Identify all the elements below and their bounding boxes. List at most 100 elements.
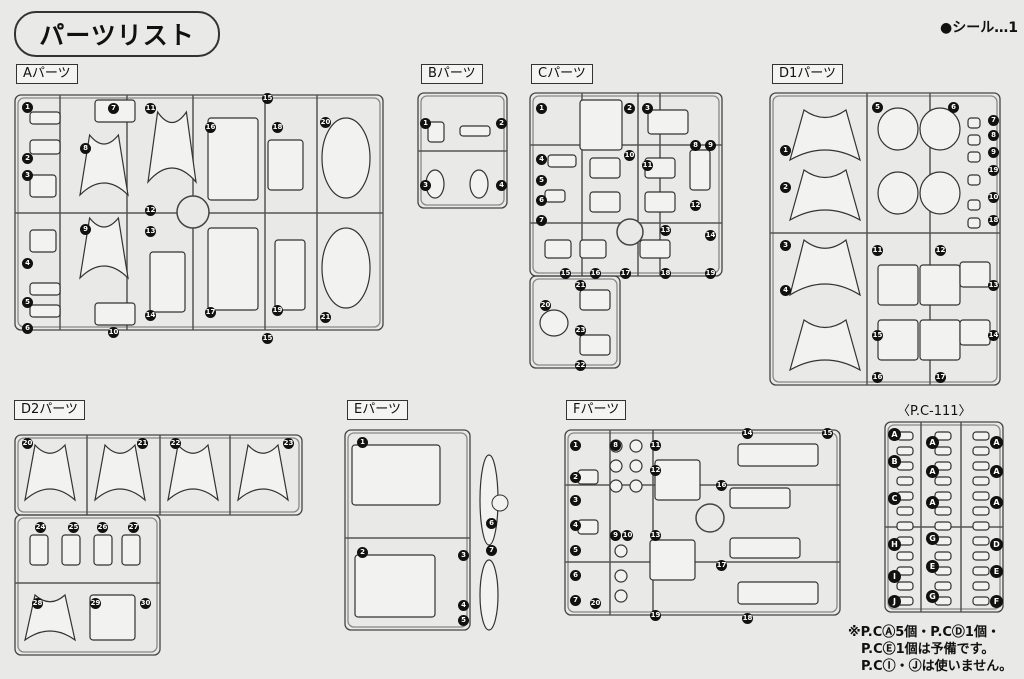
part-number-a: 16: [205, 122, 216, 133]
label-sprue-c: Cパーツ: [531, 64, 593, 84]
part-shape: [614, 544, 628, 558]
part-shape: [609, 459, 623, 473]
part-shape: [972, 446, 990, 456]
part-number-f: 4: [570, 520, 581, 531]
pc-part-letter: B: [888, 455, 901, 468]
part-shape: [896, 506, 914, 516]
part-shape: [959, 261, 991, 288]
part-number-d1: 17: [935, 372, 946, 383]
part-number-f: 19: [650, 610, 661, 621]
part-number-d1: 14: [988, 330, 999, 341]
part-number-a: 12: [145, 205, 156, 216]
part-number-a: 11: [145, 103, 156, 114]
pc-part-letter: A: [990, 436, 1003, 449]
part-number-d2: 30: [140, 598, 151, 609]
part-shape: [609, 479, 623, 493]
part-number-c: 2: [624, 103, 635, 114]
pc-part-letter: A: [926, 496, 939, 509]
part-shape: [577, 469, 599, 485]
part-number-f: 15: [822, 428, 833, 439]
part-shape: [972, 431, 990, 441]
part-shape: [934, 446, 952, 456]
part-number-c: 14: [705, 230, 716, 241]
part-shape: [972, 536, 990, 546]
part-shape: [967, 174, 981, 186]
part-number-f: 7: [570, 595, 581, 606]
part-shape: [121, 534, 141, 566]
part-shape: [934, 521, 952, 531]
part-shape: [972, 491, 990, 501]
part-shape: [629, 439, 643, 453]
part-number-a: 9: [80, 224, 91, 235]
part-number-a: 18: [272, 122, 283, 133]
part-shape: [479, 559, 499, 631]
part-shape: [614, 589, 628, 603]
part-number-c: 10: [624, 150, 635, 161]
part-number-c: 11: [642, 160, 653, 171]
label-sprue-d2: D2パーツ: [14, 400, 86, 420]
part-number-a: 17: [205, 307, 216, 318]
part-number-c: 16: [590, 268, 601, 279]
part-number-c: 9: [705, 140, 716, 151]
part-shape: [877, 107, 919, 151]
part-shape: [967, 134, 981, 146]
pc-part-letter: E: [990, 565, 1003, 578]
part-number-d2: 22: [170, 438, 181, 449]
part-shape: [94, 302, 136, 326]
part-number-a: 15: [262, 333, 273, 344]
part-shape: [639, 239, 671, 259]
part-number-e: 3: [458, 550, 469, 561]
pc-part-letter: I: [888, 570, 901, 583]
part-shape: [354, 554, 436, 618]
part-shape: [544, 239, 572, 259]
label-sprue-b: Bパーツ: [421, 64, 483, 84]
part-number-a: 14: [145, 310, 156, 321]
part-number-e: 7: [486, 545, 497, 556]
part-shape: [544, 189, 566, 203]
part-shape: [877, 319, 919, 361]
part-number-f: 10: [622, 530, 633, 541]
part-shape: [589, 191, 621, 213]
part-shape: [972, 581, 990, 591]
part-shape: [649, 539, 696, 581]
part-number-f: 3: [570, 495, 581, 506]
part-shape: [934, 506, 952, 516]
part-shape: [877, 264, 919, 306]
part-number-a: 15: [262, 93, 273, 104]
part-number-d1: 2: [780, 182, 791, 193]
part-number-c: 13: [660, 225, 671, 236]
part-number-d2: 26: [97, 522, 108, 533]
part-number-c: 19: [705, 268, 716, 279]
part-shape: [207, 227, 259, 311]
label-sprue-f: Fパーツ: [566, 400, 627, 420]
part-shape: [469, 169, 489, 199]
part-shape: [321, 227, 371, 309]
label-sprue-d1: D1パーツ: [772, 64, 844, 84]
part-number-a: 3: [22, 170, 33, 181]
part-number-d1: 4: [780, 285, 791, 296]
pc-part-letter: G: [926, 590, 939, 603]
part-shape: [589, 157, 621, 179]
part-number-d2: 21: [137, 438, 148, 449]
part-number-c: 15: [560, 268, 571, 279]
part-shape: [789, 169, 861, 222]
part-number-c: 20: [540, 300, 551, 311]
part-shape: [934, 551, 952, 561]
part-shape: [896, 446, 914, 456]
part-shape: [934, 476, 952, 486]
page-title: パーツリスト: [14, 11, 220, 57]
part-shape: [237, 443, 289, 502]
part-number-f: 9: [610, 530, 621, 541]
part-number-b: 3: [420, 180, 431, 191]
pc-part-letter: J: [888, 595, 901, 608]
part-number-d1: 8: [988, 130, 999, 141]
part-number-c: 23: [575, 325, 586, 336]
part-shape: [972, 551, 990, 561]
part-shape: [967, 117, 981, 129]
part-number-a: 10: [108, 327, 119, 338]
part-shape: [491, 494, 509, 512]
part-number-d2: 23: [283, 438, 294, 449]
part-number-e: 4: [458, 600, 469, 611]
pc-part-letter: A: [926, 436, 939, 449]
part-number-b: 2: [496, 118, 507, 129]
